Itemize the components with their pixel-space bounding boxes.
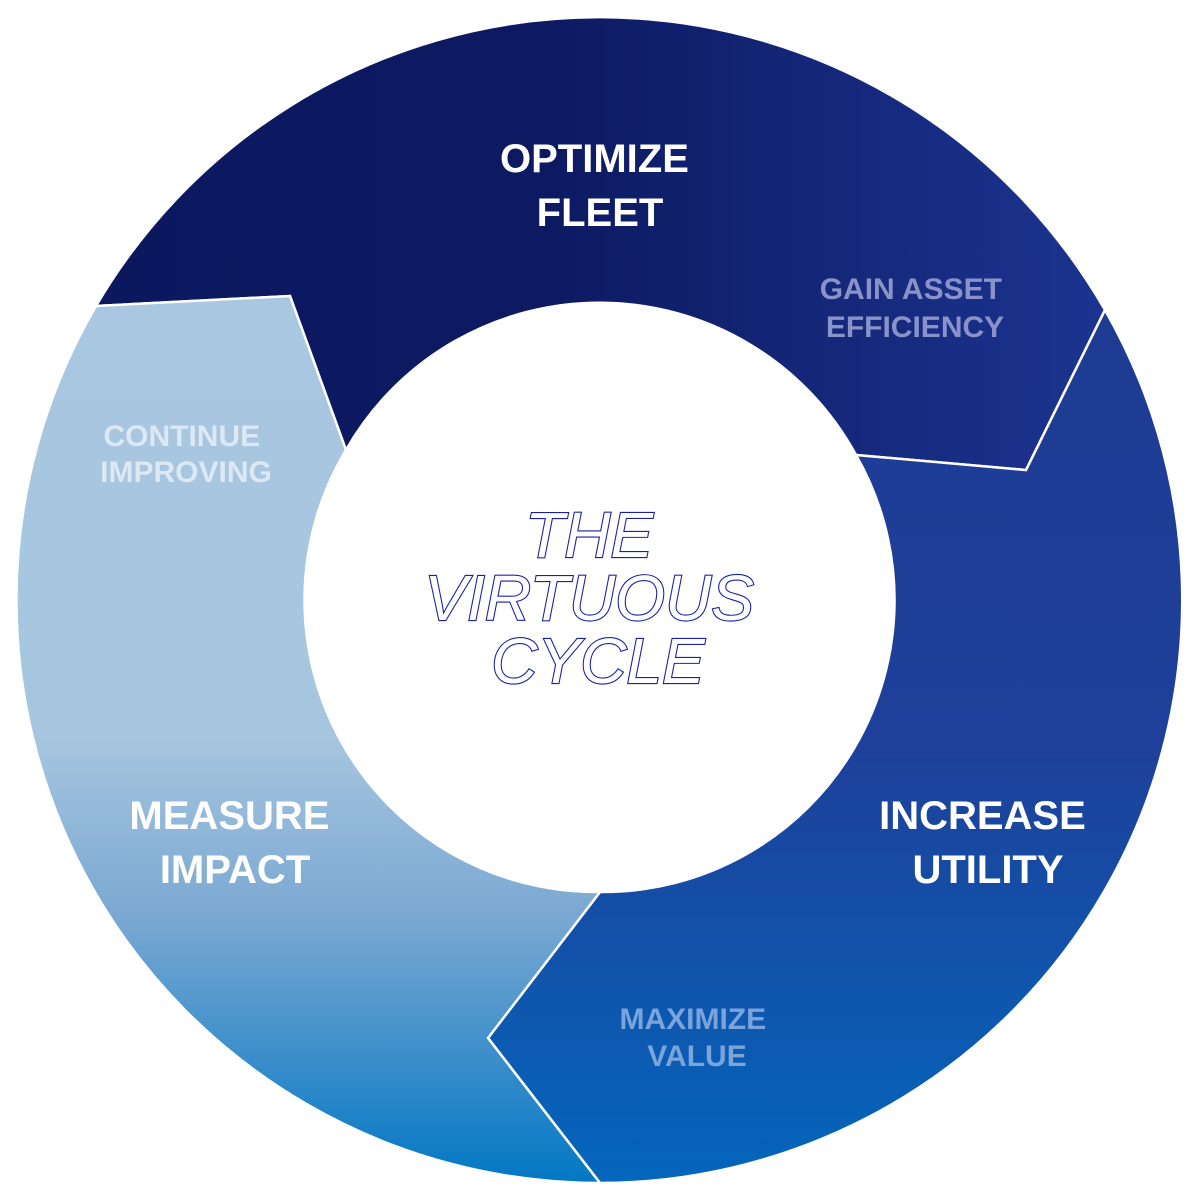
segment-increase-utility: [486, 307, 1184, 1185]
stage-subtitle-measure-impact: CONTINUE IMPROVING: [100, 420, 272, 489]
stage-subtitle-line: GAIN ASSET: [820, 273, 1002, 306]
center-circle: [308, 308, 892, 892]
stage-subtitle-line: IMPROVING: [100, 456, 272, 489]
stage-subtitle-increase-utility: MAXIMIZE VALUE: [619, 1003, 774, 1073]
stage-title-line: MEASURE: [129, 794, 329, 838]
center-title-line-1: THE: [525, 499, 654, 571]
stage-subtitle-line: CONTINUE: [103, 420, 260, 453]
stage-title-line: UTILITY: [912, 848, 1063, 892]
stage-title-line: IMPACT: [160, 848, 310, 892]
stage-subtitle-optimize-fleet: GAIN ASSET EFFICIENCY: [820, 273, 1011, 344]
stage-title-optimize-fleet: OPTIMIZE FLEET: [500, 137, 700, 235]
stage-title-line: FLEET: [537, 191, 664, 235]
center-title-line-2: VIRTUOUS: [424, 562, 754, 634]
segment-optimize-fleet: [93, 15, 1107, 472]
stage-title-line: OPTIMIZE: [500, 137, 689, 181]
center-title-line-3: CYCLE: [491, 625, 706, 697]
stage-subtitle-line: MAXIMIZE: [619, 1003, 766, 1036]
segment-measure-impact: [15, 294, 603, 1185]
stage-title-measure-impact: MEASURE IMPACT: [129, 794, 340, 892]
stage-subtitle-line: VALUE: [647, 1040, 746, 1073]
stage-title-increase-utility: INCREASE UTILITY: [879, 794, 1097, 892]
center-title: THE VIRTUOUS CYCLE: [424, 499, 771, 697]
stage-title-line: INCREASE: [879, 794, 1086, 838]
stage-subtitle-line: EFFICIENCY: [826, 311, 1004, 344]
